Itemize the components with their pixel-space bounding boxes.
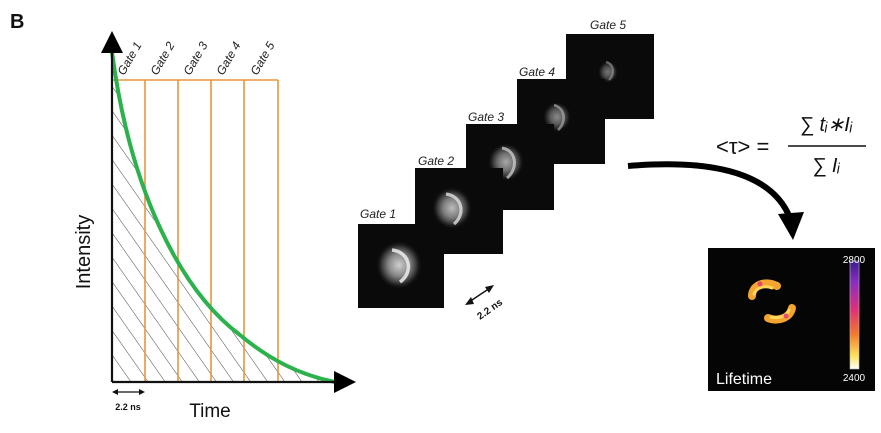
step-arrowhead-start — [465, 297, 474, 305]
gate-label: Gate 2 — [147, 39, 177, 77]
lifetime-label: Lifetime — [716, 371, 772, 388]
gate-image-label: Gate 3 — [468, 110, 504, 124]
gate-width-arrowhead-left — [112, 389, 118, 395]
gate-width-label: 2.2 ns — [115, 402, 141, 412]
gate-image-label: Gate 4 — [519, 65, 555, 79]
y-axis-label: Intensity — [73, 215, 95, 289]
step-arrowhead-end — [485, 285, 494, 293]
gate-image-stack: Gate 1 Gate 2 Gate 3 Gate 4 Gate 5 2.2 n… — [358, 18, 654, 322]
gate-label: Gate 5 — [247, 39, 277, 77]
lifetime-cell — [748, 279, 796, 324]
step-arrow — [468, 287, 491, 303]
formula-denominator: ∑ Iᵢ — [812, 155, 840, 177]
colorbar — [849, 260, 860, 370]
curved-arrowhead — [778, 212, 804, 240]
gate-label: Gate 3 — [180, 39, 210, 77]
lifetime-image: 2800 2400 Lifetime — [708, 248, 875, 391]
colorbar-min-label: 2400 — [843, 373, 866, 384]
gate-image-label: Gate 1 — [360, 207, 396, 221]
decay-curve — [110, 51, 336, 384]
gate-width-arrowhead-right — [139, 389, 145, 395]
gate-image-label: Gate 2 — [418, 154, 454, 168]
colorbar-max-label: 2800 — [843, 255, 866, 266]
formula-numerator: ∑ tᵢ∗Iᵢ — [800, 114, 853, 136]
gate-label: Gate 1 — [114, 39, 144, 77]
gate-image — [358, 224, 444, 308]
lifetime-image-background — [708, 248, 875, 391]
decay-plot: Gate 1 Gate 2 Gate 3 Gate 4 Gate 5 Inten… — [73, 31, 356, 422]
step-label: 2.2 ns — [475, 297, 505, 323]
gate-label: Gate 4 — [213, 39, 243, 77]
lifetime-formula: <τ> = ∑ tᵢ∗Iᵢ ∑ Iᵢ — [716, 114, 866, 177]
gate-boxes — [112, 79, 279, 382]
formula-lhs: <τ> = — [716, 134, 769, 159]
gate-image-label: Gate 5 — [590, 18, 626, 32]
panel-label: B — [10, 11, 24, 33]
x-axis-label: Time — [189, 401, 231, 422]
curved-arrow — [627, 161, 793, 220]
